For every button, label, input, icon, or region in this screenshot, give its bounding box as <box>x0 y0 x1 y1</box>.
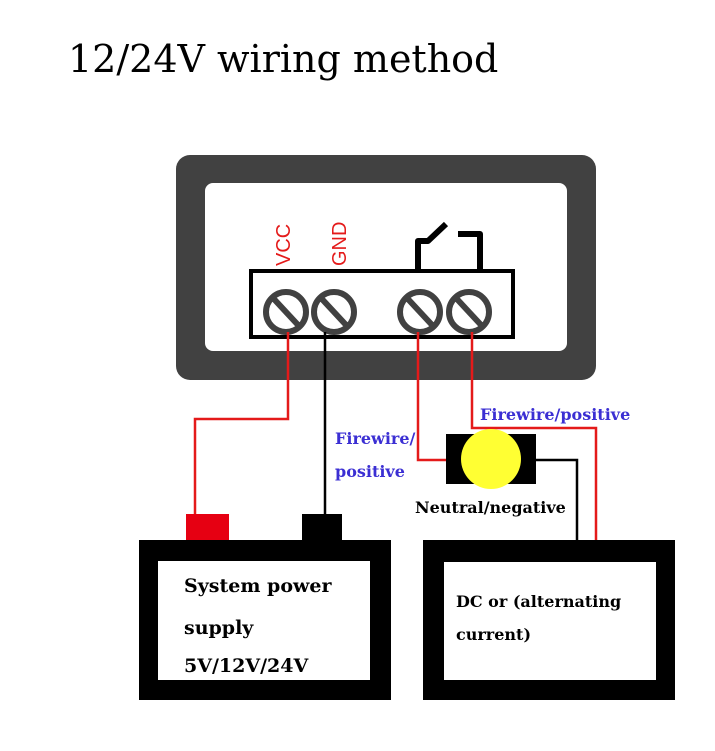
power-supply-box: System power supply 5V/12V/24V <box>139 514 391 700</box>
relay-contact-icon <box>458 231 483 271</box>
screw-relay-1 <box>397 289 443 335</box>
screw-slot-icon <box>404 295 436 329</box>
controller-module <box>176 155 596 380</box>
load-supply-box: DC or (alternating current) <box>423 540 675 700</box>
positive-label-left-1: Firewire/ <box>335 429 416 448</box>
relay-switch-icon <box>415 221 449 271</box>
vcc-label: VCC <box>273 224 295 266</box>
power-supply-line1: System power <box>184 575 332 597</box>
gnd-label: GND <box>329 222 351 266</box>
positive-wire <box>470 332 598 542</box>
positive-terminal <box>186 514 229 541</box>
load-lamp <box>446 429 536 489</box>
power-supply-face <box>158 561 370 680</box>
screw-slot-icon <box>318 295 350 329</box>
load-supply-line1: DC or (alternating <box>456 592 621 611</box>
load-supply-face <box>444 562 656 680</box>
load-supply-line2: current) <box>456 625 531 644</box>
power-supply-line2: supply <box>184 617 254 639</box>
screw-gnd <box>311 289 357 335</box>
bulb-icon <box>461 429 521 489</box>
screw-vcc <box>263 289 309 335</box>
positive-label-right: Firewire/positive <box>480 405 630 424</box>
neutral-wire <box>534 458 579 542</box>
screw-slot-icon <box>453 295 485 329</box>
screw-slot-icon <box>270 295 302 329</box>
vcc-wire <box>193 332 290 516</box>
positive-label-left-2: positive <box>335 462 405 481</box>
diagram-title: 12/24V wiring method <box>68 37 498 81</box>
screw-relay-2 <box>446 289 492 335</box>
relay-to-load-wire <box>416 332 447 462</box>
power-supply-line3: 5V/12V/24V <box>184 655 309 677</box>
neutral-label: Neutral/negative <box>415 498 566 517</box>
negative-terminal <box>302 514 342 541</box>
